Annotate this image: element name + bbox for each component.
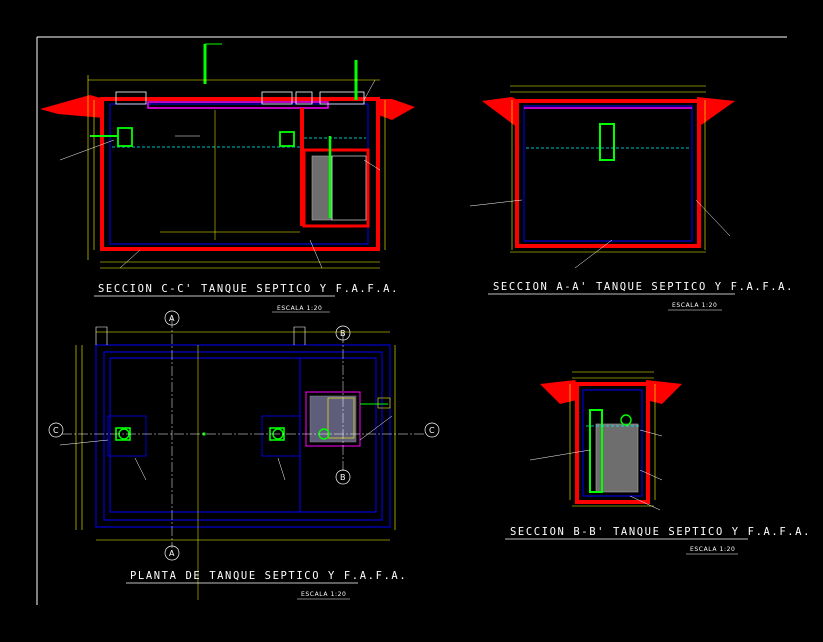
svg-text:C: C: [429, 426, 435, 435]
svg-text:B: B: [340, 329, 346, 338]
soil-right-aa: [697, 97, 735, 128]
section-aa-title: SECCION A-A' TANQUE SEPTICO Y F.A.F.A.: [493, 281, 794, 293]
section-bb-scale: ESCALA 1:20: [690, 546, 735, 553]
plan-title: PLANTA DE TANQUE SEPTICO Y F.A.F.A.: [130, 570, 407, 582]
section-cc-drawing: [40, 43, 415, 269]
sheet-frame: [36, 36, 787, 605]
section-aa-drawing: [469, 85, 735, 269]
svg-text:A: A: [169, 314, 175, 323]
marker-a-bottom: A: [164, 545, 180, 561]
section-cc-title: SECCION C-C' TANQUE SEPTICO Y F.A.F.A.: [98, 283, 399, 295]
svg-text:B: B: [340, 473, 346, 482]
plan-scale: ESCALA 1:20: [301, 591, 346, 598]
soil-right-cc: [376, 99, 415, 120]
marker-c-left: C: [48, 422, 64, 438]
marker-b-top: B: [335, 325, 351, 341]
marker-b-bottom: B: [335, 469, 351, 485]
marker-c-right: C: [424, 422, 440, 438]
svg-text:A: A: [169, 549, 175, 558]
section-cc-scale: ESCALA 1:20: [277, 305, 322, 312]
section-bb-drawing: [529, 371, 682, 511]
svg-text:C: C: [53, 426, 59, 435]
soil-left-aa: [482, 97, 518, 128]
marker-a-top: A: [164, 310, 180, 326]
soil-left-cc: [40, 95, 104, 118]
section-bb-title: SECCION B-B' TANQUE SEPTICO Y F.A.F.A.: [510, 526, 811, 538]
section-aa-scale: ESCALA 1:20: [672, 302, 717, 309]
plan-drawing: [59, 318, 425, 600]
soil-left-bb: [540, 380, 577, 404]
soil-right-bb: [646, 380, 682, 404]
